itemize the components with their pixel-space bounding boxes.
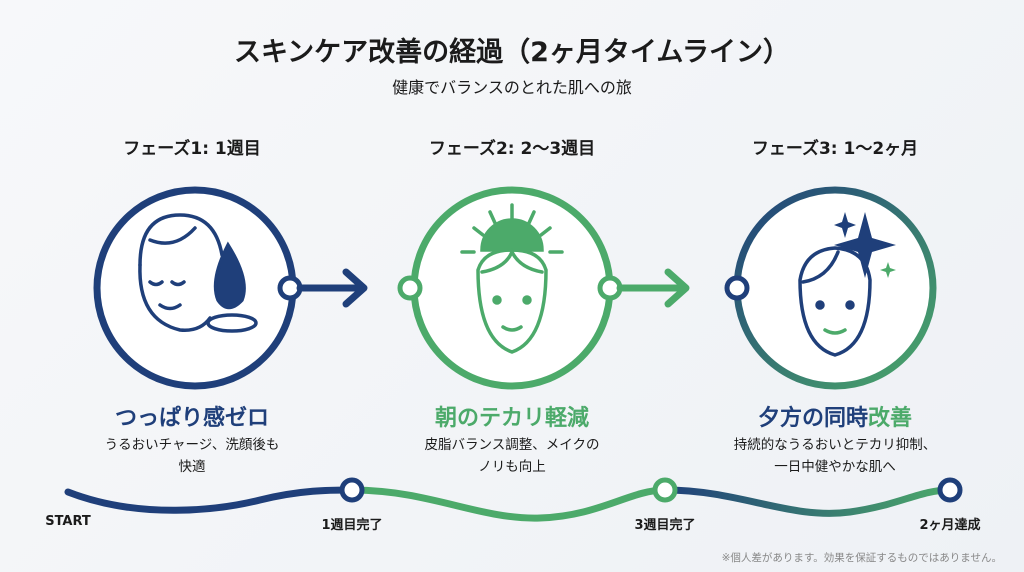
- milestone-node: [652, 477, 678, 503]
- timeline-label-week3: 3週目完了: [634, 518, 696, 533]
- timeline-label-month2: 2ヶ月達成: [919, 518, 981, 533]
- phase1-circle: [93, 186, 297, 390]
- desc-line: ノリも向上: [478, 459, 546, 475]
- desc-line: うるおいチャージ、洗顔後も: [104, 437, 280, 453]
- milestone-node: [339, 477, 365, 503]
- timeline-segment-2: [351, 486, 666, 522]
- phase2-label: フェーズ2: 2〜3週目: [428, 139, 596, 159]
- subtitle: 健康でバランスのとれた肌への旅: [392, 78, 632, 97]
- timeline-segment-3: [664, 486, 951, 517]
- phase1-heading: つっぱり感ゼロ: [114, 406, 270, 431]
- phase3-heading-b: 改善: [868, 406, 913, 431]
- face-with-sparkles-icon: [798, 212, 896, 357]
- desc-line: 一日中健やかな肌へ: [774, 459, 896, 475]
- phase2-description: 皮脂バランス調整、メイクのノリも向上: [425, 434, 600, 478]
- phase3-circle: [733, 186, 937, 390]
- desc-line: 快適: [178, 459, 206, 475]
- phase3-description: 持続的なうるおいとテカリ抑制、一日中健やかな肌へ: [734, 434, 937, 478]
- timeline-segment-1: [64, 486, 356, 514]
- desc-line: 持続的なうるおいとテカリ抑制、: [733, 437, 937, 453]
- phase3-heading-a: 夕方の同時: [757, 406, 868, 431]
- connector-node: [724, 275, 750, 301]
- milestone-node: [937, 477, 963, 503]
- arrow-right-icon: [296, 268, 368, 308]
- phase3-label: フェーズ3: 1〜2ヶ月: [751, 139, 919, 159]
- phase3-heading: 夕方の同時改善: [758, 400, 912, 432]
- timeline-label-week1: 1週目完了: [321, 518, 383, 533]
- arrow-right-icon: [616, 268, 690, 308]
- desc-line: 皮脂バランス調整、メイクの: [424, 437, 600, 453]
- disclaimer-footnote: ※個人差があります。効果を保証するものではありません。: [721, 552, 1002, 564]
- phase2-heading: 朝のテカリ軽減: [434, 406, 590, 431]
- phase1-label: フェーズ1: 1週目: [123, 139, 261, 159]
- connector-node: [397, 275, 423, 301]
- face-with-sun-icon: [460, 203, 564, 354]
- timeline-label-start: START: [45, 514, 91, 529]
- page-title: スキンケア改善の経過（2ヶ月タイムライン）: [233, 37, 791, 68]
- phase2-circle: [410, 186, 614, 390]
- phase1-description: うるおいチャージ、洗顔後も快適: [105, 434, 280, 478]
- face-with-water-drop-icon: [138, 213, 258, 333]
